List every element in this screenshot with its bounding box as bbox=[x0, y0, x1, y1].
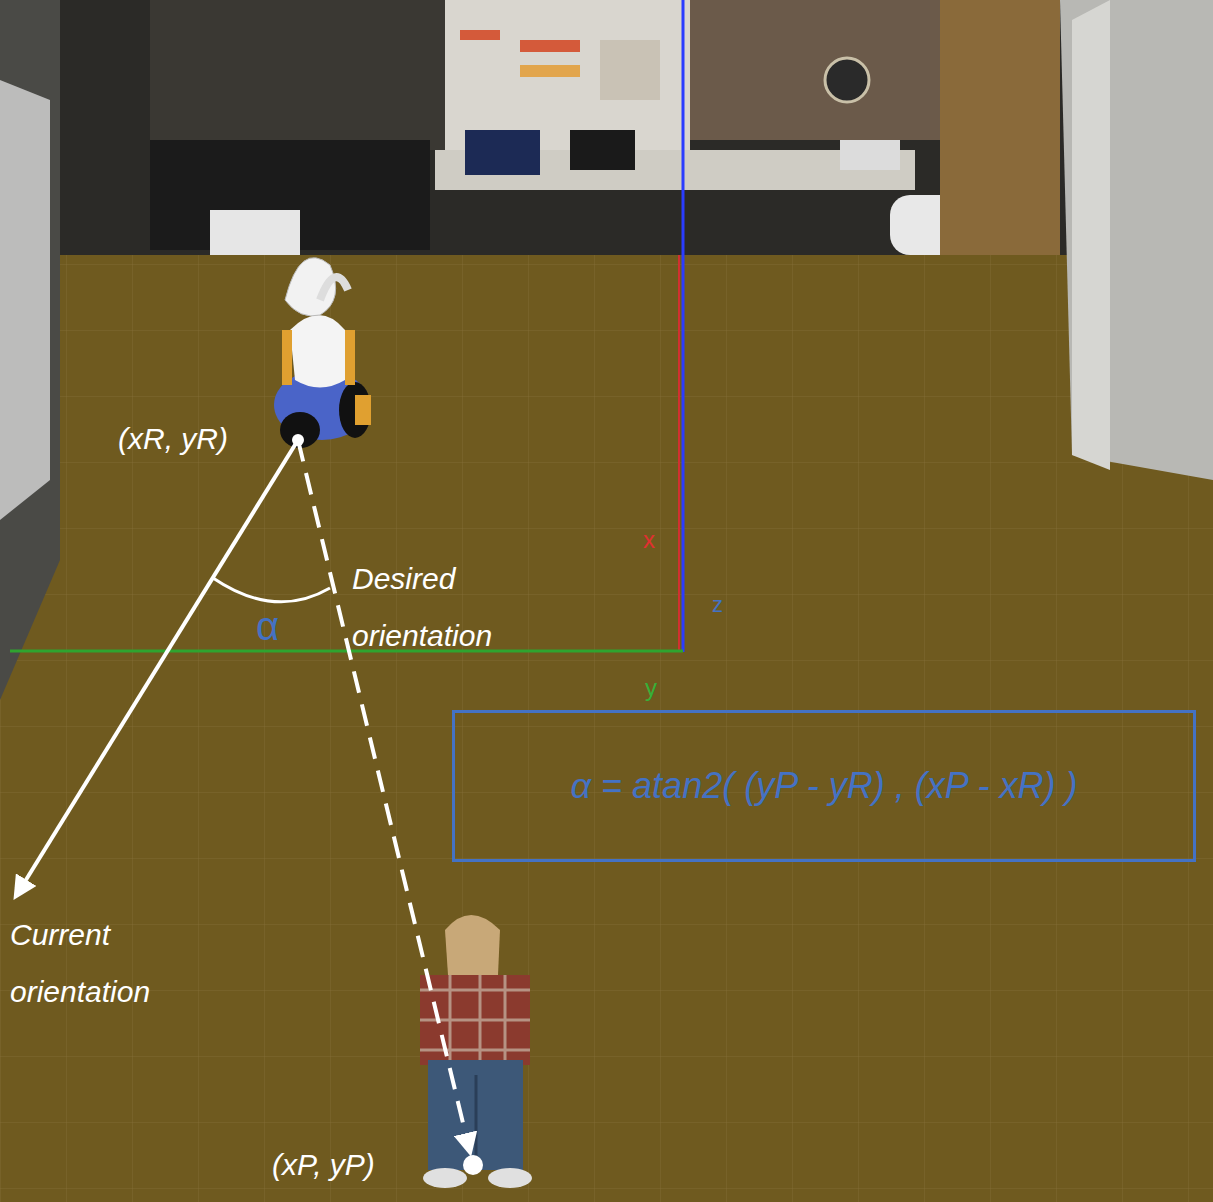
axis-label: z bbox=[712, 592, 723, 618]
robot-coordinate: (xR, yR) bbox=[118, 422, 228, 456]
person-coordinate: (xP, yP) bbox=[272, 1148, 375, 1182]
desired-orientation-label: Desired orientation bbox=[352, 550, 567, 664]
axis-label: y bbox=[645, 674, 657, 702]
formula-text: α = atan2( (yP - yR) , (xP - xR) ) bbox=[571, 765, 1078, 807]
current-orientation-label: Current orientation bbox=[10, 906, 220, 1020]
angle-symbol: α bbox=[256, 604, 279, 649]
formula-box: α = atan2( (yP - yR) , (xP - xR) ) bbox=[452, 710, 1196, 862]
axis-label: x bbox=[643, 526, 655, 554]
